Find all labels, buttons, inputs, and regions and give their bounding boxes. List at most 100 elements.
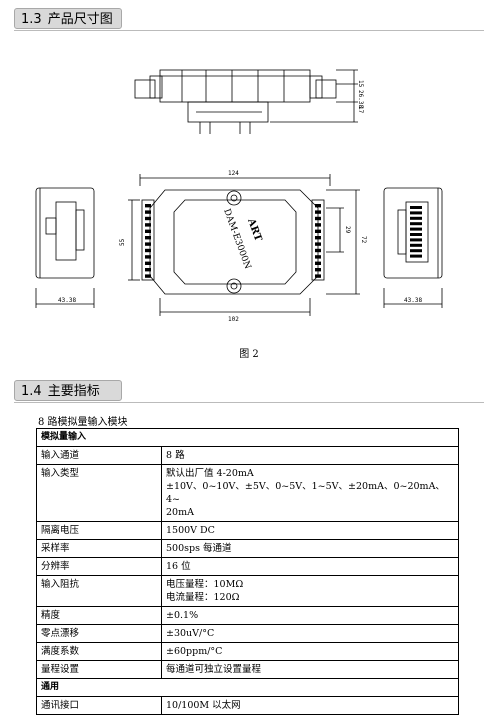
spec-value: ±30uV/°C (161, 624, 459, 643)
table-title: 8 路模拟量输入模块 (38, 417, 128, 428)
terminal-pin (315, 229, 321, 233)
terminal-pin (315, 204, 321, 208)
table-row: 输入阻抗电压量程：10MΩ 电流量程：120Ω (36, 575, 459, 607)
spec-key: 零点漂移 (36, 624, 162, 643)
spec-key: 量程设置 (36, 660, 162, 679)
spec-key: 采样率 (36, 539, 162, 558)
terminal-pin (410, 227, 422, 231)
terminal-pin (315, 216, 321, 221)
spec-value-line: 默认出厂值 4-20mA (166, 468, 254, 479)
table-group-header: 模拟量输入 (36, 428, 459, 447)
terminal-pin (315, 248, 321, 253)
terminal-pin (315, 268, 321, 272)
top-view (134, 69, 358, 134)
dimension-drawing: 15 26.38 17 43.38 124 102 55 29 72 43.38… (35, 69, 443, 323)
dim-top-h2: 26.38 (357, 90, 364, 108)
terminal-pin (315, 261, 321, 265)
terminal-pin (315, 274, 321, 278)
terminal-pin (410, 216, 422, 220)
terminal-pin (145, 268, 151, 272)
device-brand-label: ART (245, 216, 264, 243)
spec-value: 电压量程：10MΩ 电流量程：120Ω (161, 575, 459, 607)
terminal-pin (410, 249, 422, 253)
spec-value: 8 路 (161, 446, 459, 465)
spec-key: 输入通道 (36, 446, 162, 465)
spec-key: 隔离电压 (36, 521, 162, 540)
table-row: 输入通道 8 路 (36, 446, 459, 465)
terminal-pin (145, 210, 151, 214)
dim-front-right2: 72 (360, 236, 367, 244)
spec-value-line: 500sps 每通道 (166, 543, 232, 554)
spec-key: 满度系数 (36, 642, 162, 661)
terminal-pin (145, 255, 151, 259)
spec-value-line: 20mA (166, 507, 194, 518)
terminal-pin (145, 242, 151, 246)
spec-value-line: 电流量程：120Ω (166, 592, 240, 603)
dim-top-h3: 17 (357, 106, 364, 114)
right-view (383, 187, 443, 308)
front-view (128, 174, 360, 316)
spec-value: 10/100M 以太网 (161, 696, 459, 715)
table-row: 输入类型默认出厂值 4-20mA±10V、0~10V、±5V、0~5V、1~5V… (36, 464, 459, 522)
terminal-pin (410, 211, 422, 215)
terminal-pin (410, 243, 422, 247)
terminal-pin (315, 242, 321, 246)
section-number: 1.4 (21, 384, 42, 399)
terminal-pin (145, 216, 151, 221)
spec-value: 500sps 每通道 (161, 539, 459, 558)
spec-table: 模拟量输入输入通道 8 路输入类型默认出厂值 4-20mA±10V、0~10V、±… (36, 428, 459, 715)
terminal-pin (315, 210, 321, 214)
table-group-header: 通用 (36, 678, 459, 697)
terminal-pin (145, 274, 151, 278)
dim-right-width: 43.38 (404, 297, 422, 304)
terminal-pin (410, 233, 422, 236)
dim-front-top: 124 (228, 170, 239, 177)
terminal-pin (315, 236, 321, 240)
terminal-pin (410, 222, 422, 226)
spec-key: 通讯接口 (36, 696, 162, 715)
spec-key: 精度 (36, 606, 162, 625)
table-group-row: 通用 (36, 678, 459, 697)
dim-front-right1: 29 (344, 226, 351, 234)
section-rule (14, 30, 484, 31)
spec-value-line: 电压量程：10MΩ (166, 579, 244, 590)
spec-value-line: ±60ppm/°C (166, 646, 223, 657)
terminal-pin (145, 229, 151, 233)
spec-value-line: 每通道可独立设置量程 (166, 664, 262, 675)
terminal-pin (410, 238, 422, 242)
table-row: 精度 ±0.1% (36, 606, 459, 625)
section-number: 1.3 (21, 12, 42, 27)
spec-key: 分辨率 (36, 557, 162, 576)
spec-value-line: 8 路 (166, 450, 185, 461)
table-row: 零点漂移 ±30uV/°C (36, 624, 459, 643)
table-row: 采样率 500sps 每通道 (36, 539, 459, 558)
terminal-pin (145, 223, 151, 227)
spec-value: ±60ppm/°C (161, 642, 459, 661)
terminal-pin (315, 223, 321, 227)
spec-value: 每通道可独立设置量程 (161, 660, 459, 679)
device-model-label: DAM-E3000N (221, 208, 252, 271)
spec-value: 16 位 (161, 557, 459, 576)
section-rule (14, 402, 484, 403)
spec-value-line: 10/100M 以太网 (166, 700, 241, 711)
table-row: 满度系数 ±60ppm/°C (36, 642, 459, 661)
spec-value-line: ±0.1% (166, 610, 199, 621)
terminal-pin (145, 248, 151, 253)
spec-value: ±0.1% (161, 606, 459, 625)
table-row: 量程设置每通道可独立设置量程 (36, 660, 459, 679)
spec-value-line: ±30uV/°C (166, 628, 215, 639)
spec-value-line: ±10V、0~10V、±5V、0~5V、1~5V、±20mA、0~20mA、4~ (166, 481, 445, 505)
terminal-pin (145, 204, 151, 208)
terminal-pin (410, 206, 422, 209)
dim-left-width: 43.38 (58, 297, 76, 304)
left-view (35, 187, 95, 308)
table-group-row: 模拟量输入 (36, 428, 459, 447)
table-row: 通讯接口 10/100M 以太网 (36, 696, 459, 715)
dim-front-left: 55 (119, 238, 126, 246)
spec-value: 默认出厂值 4-20mA ±10V、0~10V、±5V、0~5V、1~5V、±20… (161, 464, 459, 522)
spec-key: 输入阻抗 (36, 575, 162, 607)
section-title: 主要指标 (47, 384, 100, 399)
